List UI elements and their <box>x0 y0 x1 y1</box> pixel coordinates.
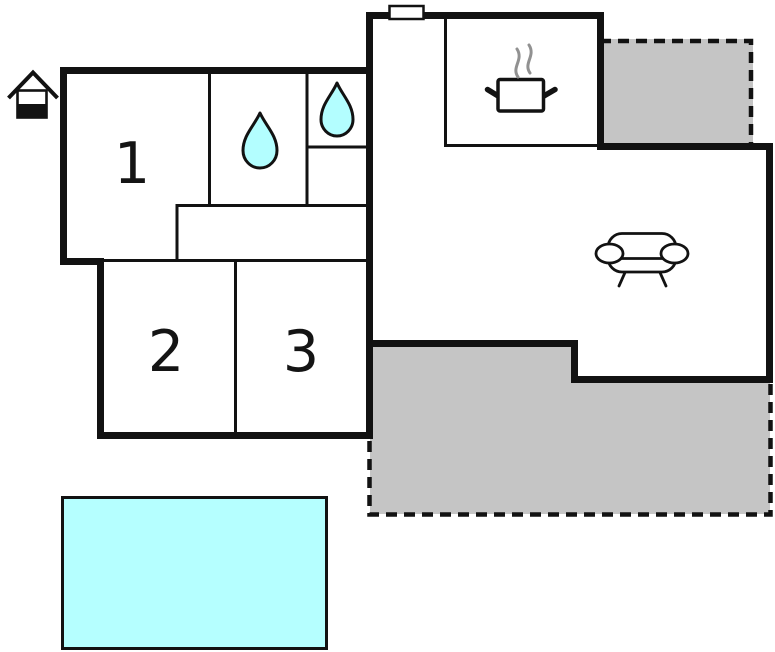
water-drop-icon-large <box>241 111 279 170</box>
water-drop-icon-small <box>319 81 355 138</box>
cooking-pot-icon <box>484 43 558 113</box>
upper-terrace-dashed-edge <box>600 38 754 145</box>
sofa-icon <box>594 232 690 288</box>
upper-terrace-area <box>602 39 753 145</box>
lower-terrace <box>367 345 773 517</box>
upper-terrace <box>600 38 754 145</box>
lower-terrace-dashed-edge <box>367 384 773 517</box>
bedroom-1-label: 1 <box>114 131 150 197</box>
house-body-black-band <box>17 104 47 118</box>
lower-terrace-area <box>370 345 770 514</box>
wall-hallway <box>175 204 368 260</box>
main-wing-outline <box>366 12 773 383</box>
steam-icon <box>514 43 533 79</box>
sofa-armrest-left <box>594 242 625 265</box>
sofa-legs <box>617 271 668 288</box>
pool <box>61 496 328 650</box>
house-roof <box>7 69 59 100</box>
entrance-house-icon <box>7 69 59 119</box>
kitchen-partition-wall <box>444 18 598 147</box>
door-marker <box>388 4 425 21</box>
left-wing-outline <box>60 67 373 439</box>
bedroom-2-label: 2 <box>148 319 184 385</box>
sofa-armrest-right <box>659 242 690 265</box>
bedroom-3-label: 3 <box>283 319 319 385</box>
pot-body <box>496 77 546 113</box>
